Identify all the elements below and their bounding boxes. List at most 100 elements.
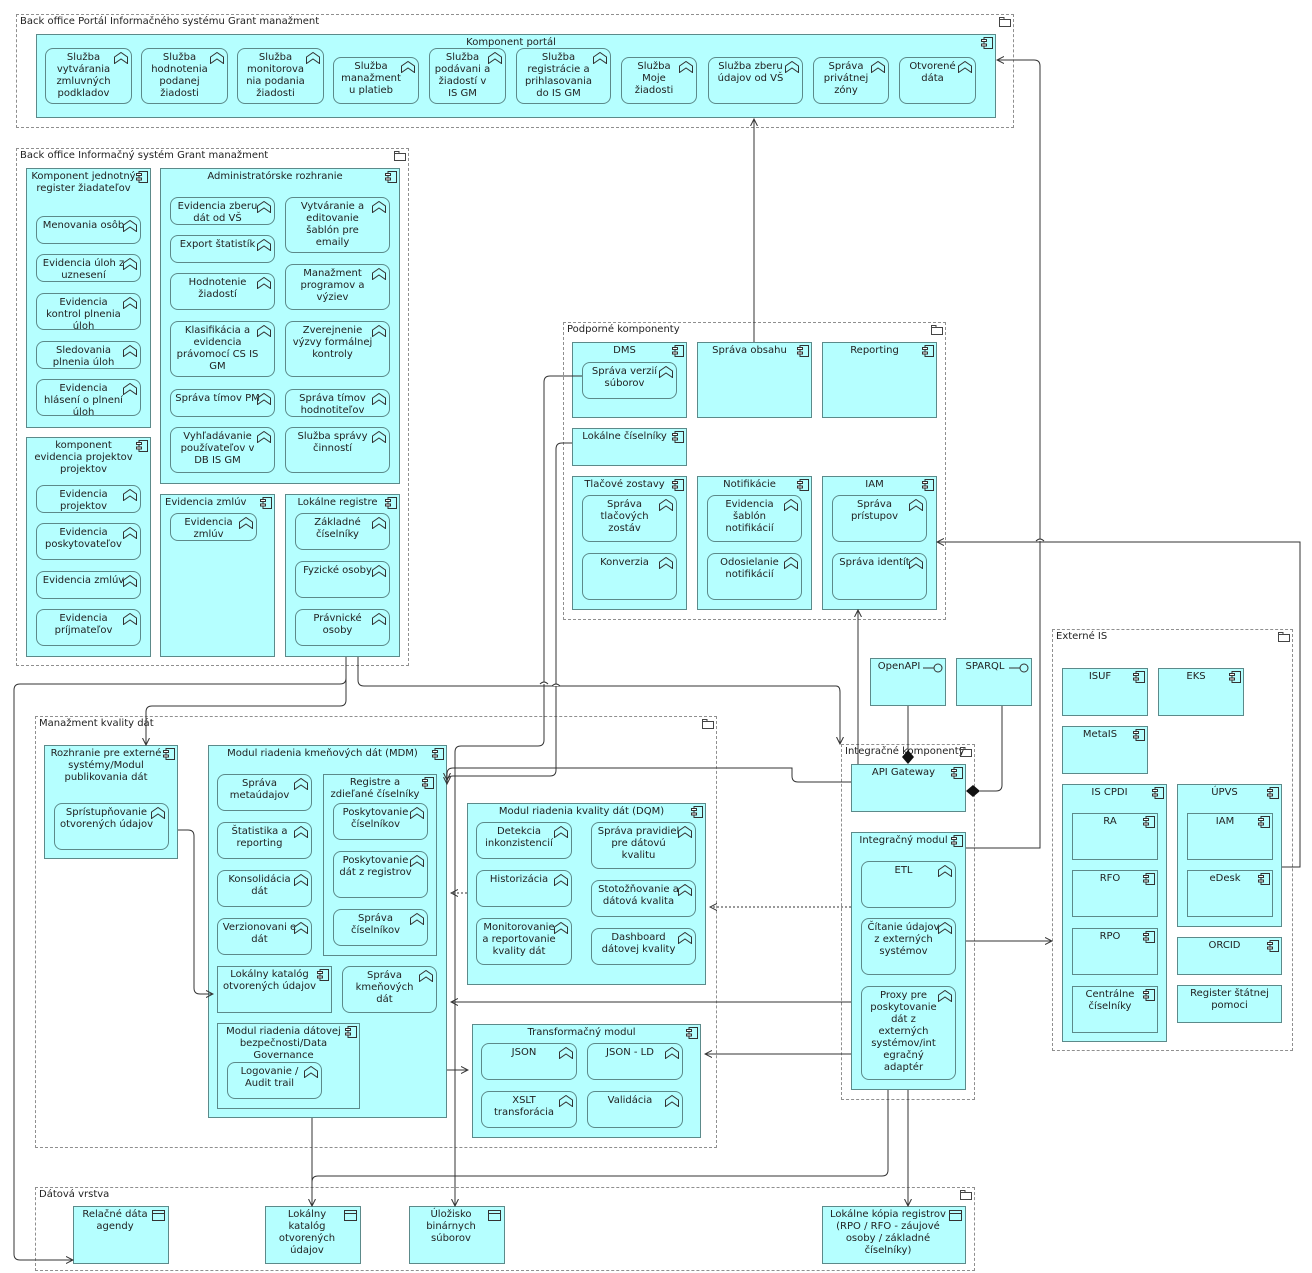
- service-sprava-verzii[interactable]: Správa verzií súborov: [582, 362, 677, 399]
- service-admin-2[interactable]: Vytváranie a editovanie šablón pre email…: [285, 197, 390, 253]
- service-icon: [257, 239, 271, 251]
- service-admin-8[interactable]: Správa tímov PM: [170, 389, 275, 417]
- component-reporting[interactable]: Reporting: [822, 342, 937, 418]
- service-zakladne-ciselniky[interactable]: Základné číselníky: [295, 513, 390, 550]
- service-sprava-metaudajov[interactable]: Správa metaúdajov: [217, 774, 312, 811]
- component-centralne-ciselniky[interactable]: Centrálne číselníky: [1072, 986, 1158, 1033]
- service-evidencia-prijmatelov[interactable]: Evidencia príjmateľov: [36, 609, 141, 646]
- service-portal-4[interactable]: Služba manažment u platieb: [333, 57, 419, 104]
- service-evidencia-zmluv-1[interactable]: Evidencia zmlúv: [36, 571, 141, 599]
- service-portal-3[interactable]: Služba monitorova nia podania žiadosti: [237, 48, 324, 104]
- service-konverzia[interactable]: Konverzia: [582, 553, 677, 600]
- service-icon: [488, 52, 502, 64]
- service-label: Validácia: [607, 1095, 653, 1106]
- service-evidencia-zmluv-2[interactable]: Evidencia zmlúv: [170, 513, 257, 541]
- group-title: Externé IS: [1056, 631, 1108, 642]
- service-sprava-pristupov[interactable]: Správa prístupov: [832, 495, 927, 542]
- service-admin-4[interactable]: Hodnotenie žiadostí: [170, 273, 275, 310]
- service-xslt[interactable]: XSLT transforácia: [481, 1091, 577, 1128]
- service-etl[interactable]: ETL: [861, 861, 956, 908]
- interface-sparql[interactable]: SPARQL: [956, 658, 1032, 706]
- component-register-statnej-pomoci[interactable]: Register štátnej pomoci: [1177, 985, 1282, 1023]
- service-pravnicke-osoby[interactable]: Právnické osoby: [295, 609, 390, 646]
- component-icon: [686, 1027, 698, 1039]
- component-rfo[interactable]: RFO: [1072, 870, 1158, 917]
- service-sprava-identit[interactable]: Správa identít: [832, 553, 927, 600]
- interface-openapi[interactable]: OpenAPI: [870, 658, 946, 706]
- service-monitorovanie[interactable]: Monitorovanie a reportovanie kvality dát: [476, 918, 572, 965]
- service-statistika-reporting[interactable]: Štatistika a reporting: [217, 822, 312, 859]
- service-poskytovanie-dat-registrov[interactable]: Poskytovanie dát z registrov: [333, 851, 428, 898]
- component-ra[interactable]: RA: [1072, 813, 1158, 860]
- component-eks[interactable]: EKS: [1158, 668, 1244, 716]
- service-label: Správa prístupov: [850, 499, 899, 522]
- service-icon: [559, 1047, 573, 1059]
- component-sprava-obsahu[interactable]: Správa obsahu: [697, 342, 812, 418]
- service-sprava-tlacovych-zostav[interactable]: Správa tlačových zostáv: [582, 495, 677, 542]
- service-portal-5[interactable]: Služba podávani a žiadostí v IS GM: [429, 48, 506, 104]
- service-portal-7[interactable]: Služba Moje žiadosti: [621, 57, 697, 104]
- service-admin-3[interactable]: Export štatistík: [170, 235, 275, 263]
- folder-icon: [394, 151, 406, 161]
- service-konsolidacia[interactable]: Konsolidácia dát: [217, 870, 312, 907]
- service-admin-5[interactable]: Manažment programov a výziev: [285, 264, 390, 310]
- service-portal-9[interactable]: Správa privátnej zóny: [813, 57, 889, 104]
- component-api-gateway[interactable]: API Gateway: [851, 764, 966, 812]
- data-lokalny-katalog[interactable]: Lokálny katalóg otvorených údajov: [265, 1206, 361, 1264]
- service-verzionovanie[interactable]: Verzionovani e dát: [217, 918, 312, 955]
- service-evidencia-projektov[interactable]: Evidencia projektov: [36, 485, 141, 513]
- service-historizacia[interactable]: Historizácia: [476, 870, 572, 907]
- service-evidencia-kontrol[interactable]: Evidencia kontrol plnenia úloh: [36, 293, 141, 330]
- service-admin-1[interactable]: Evidencia zberu dát od VŠ: [170, 197, 275, 225]
- service-evidencia-poskytovatelov[interactable]: Evidencia poskytovateľov: [36, 523, 141, 560]
- service-dashboard[interactable]: Dashboard dátovej kvality: [591, 928, 696, 965]
- component-upvs-iam[interactable]: IAM: [1187, 813, 1273, 860]
- data-ulozisko-binarnych[interactable]: Úložisko binárnych súborov: [409, 1206, 505, 1264]
- service-json-ld[interactable]: JSON - LD: [587, 1043, 683, 1080]
- data-relacne-data[interactable]: Relačné dáta agendy: [73, 1206, 169, 1264]
- service-label: Správa číselníkov: [350, 913, 400, 936]
- service-evidencia-sablon-notifikacii[interactable]: Evidencia šablón notifikácií: [707, 495, 802, 542]
- service-portal-2[interactable]: Služba hodnotenia podanej žiadosti: [141, 48, 228, 104]
- component-icon: [691, 806, 703, 818]
- component-lokalny-katalog[interactable]: Lokálny katalóg otvorených údajov: [217, 966, 332, 1013]
- component-title: Integračný modul: [859, 835, 948, 846]
- service-citanie-udajov[interactable]: Čítanie údajov z externých systémov: [861, 918, 956, 975]
- service-proxy[interactable]: Proxy pre poskytovanie dát z externých s…: [861, 986, 956, 1080]
- service-detekcia[interactable]: Detekcia inkonzistencií: [476, 822, 572, 859]
- component-metais[interactable]: MetaIS: [1062, 726, 1148, 774]
- service-admin-7[interactable]: Zverejnenie výzvy formálnej kontroly: [285, 321, 390, 377]
- service-portal-1[interactable]: Služba vytvárania zmluvných podkladov: [45, 48, 132, 104]
- component-icon: [136, 171, 148, 183]
- service-fyzicke-osoby[interactable]: Fyzické osoby: [295, 561, 390, 598]
- component-edesk[interactable]: eDesk: [1187, 870, 1273, 917]
- service-portal-10[interactable]: Otvorené dáta: [899, 57, 976, 104]
- service-sprava-pravidiel[interactable]: Správa pravidiel pre dátovú kvalitu: [591, 822, 696, 869]
- component-isuf[interactable]: ISUF: [1062, 668, 1148, 716]
- service-sprava-kmenovych-dat[interactable]: Správa kmeňových dát: [342, 966, 437, 1013]
- service-evidencia-uloh[interactable]: Evidencia úloh z uznesení: [36, 254, 141, 282]
- service-spristupnovanie[interactable]: Sprístupňovanie otvorených údajov: [54, 803, 169, 850]
- service-label: Fyzické osoby: [303, 565, 372, 576]
- service-menovania-osob[interactable]: Menovania osôb: [36, 216, 141, 244]
- service-admin-6[interactable]: Klasifikácia a evidencia právomocí CS IS…: [170, 321, 275, 377]
- service-admin-10[interactable]: Vyhľadávanie používateľov v DB IS GM: [170, 427, 275, 473]
- component-orcid[interactable]: ORCID: [1177, 937, 1282, 975]
- service-stotoznovanie[interactable]: Stotožňovanie a dátová kvalita: [591, 880, 696, 917]
- service-validacia[interactable]: Validácia: [587, 1091, 683, 1128]
- service-portal-6[interactable]: Služba registrácie a prihlasovania do IS…: [516, 48, 611, 104]
- service-sledovania-plnenia[interactable]: Sledovania plnenia úloh: [36, 341, 141, 369]
- service-admin-11[interactable]: Služba správy činností: [285, 427, 390, 473]
- service-evidencia-hlaseni[interactable]: Evidencia hlásení o plnení úloh: [36, 379, 141, 416]
- interface-label: SPARQL: [965, 661, 1005, 672]
- service-portal-8[interactable]: Služba zberu údajov od VŠ: [708, 57, 803, 104]
- service-logovanie[interactable]: Logovanie / Audit trail: [227, 1062, 322, 1099]
- component-rpo[interactable]: RPO: [1072, 928, 1158, 975]
- data-lokalne-kopia-registrov[interactable]: Lokálne kópia registrov (RPO / RFO - záu…: [822, 1206, 966, 1264]
- service-admin-9[interactable]: Správa tímov hodnotiteľov: [285, 389, 390, 417]
- service-sprava-ciselnikov[interactable]: Správa číselníkov: [333, 909, 428, 946]
- service-poskytovanie-ciselnikov[interactable]: Poskytovanie číselníkov: [333, 803, 428, 840]
- component-lokalne-ciselniky[interactable]: Lokálne číselníky: [572, 428, 687, 466]
- service-json[interactable]: JSON: [481, 1043, 577, 1080]
- service-odosielanie-notifikacii[interactable]: Odosielanie notifikácií: [707, 553, 802, 600]
